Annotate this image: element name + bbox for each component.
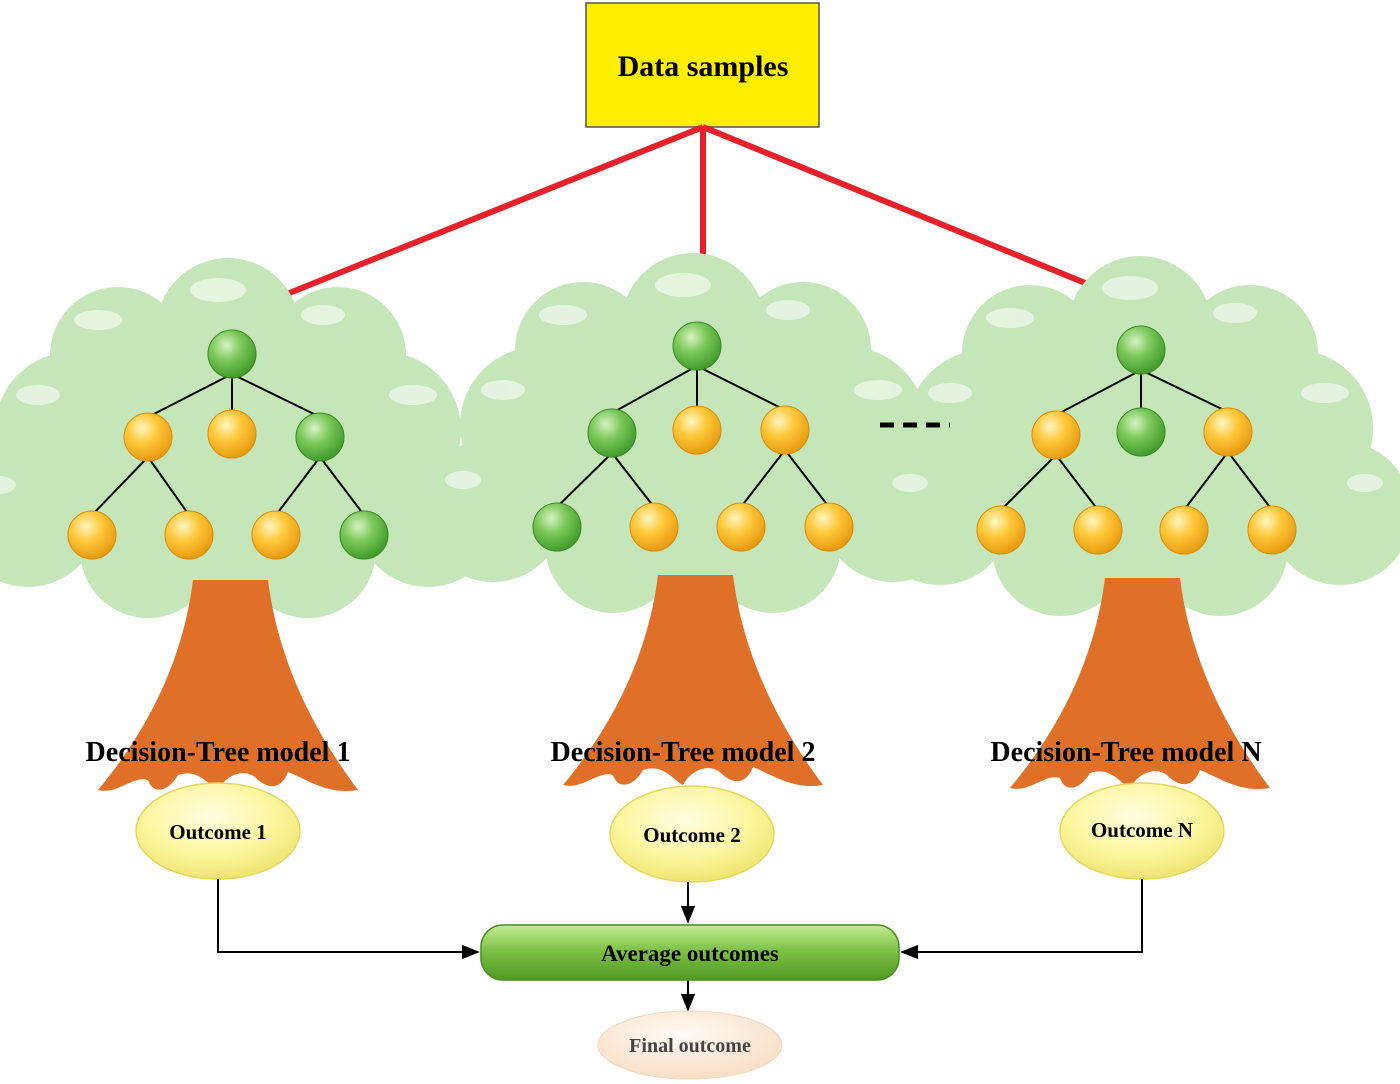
final-outcome-bubble — [597, 1010, 783, 1080]
trees-layer — [0, 253, 1400, 791]
tree-leaf-node — [804, 502, 854, 552]
branch-to-leaf — [611, 452, 655, 508]
tree-internal-node — [295, 412, 345, 462]
final-outcome-label: Final outcome — [629, 1035, 751, 1057]
branch-to-leaf — [1055, 454, 1099, 511]
average-outcomes-bar — [480, 924, 900, 981]
branch-root-to-node — [147, 373, 233, 418]
average-outcomes-label: Average outcomes — [601, 941, 779, 966]
branch-root-to-node — [1140, 369, 1229, 413]
branch-to-leaf — [275, 456, 321, 516]
decision-tree-3 — [868, 256, 1400, 789]
decision-tree-2 — [421, 253, 965, 786]
tree-internal-node — [1116, 407, 1166, 457]
branch-to-leaf — [1183, 451, 1229, 511]
tree-leaf-node — [339, 510, 389, 560]
tree-leaf-node — [164, 510, 214, 560]
final-outcome: Final outcome — [597, 1010, 783, 1080]
tree-internal-node — [1031, 410, 1081, 460]
tree-leaf-node — [1159, 505, 1209, 555]
outcome-2-label: Outcome 2 — [643, 823, 740, 847]
branch-to-leaf — [784, 449, 830, 508]
average-outcomes: Average outcomes — [480, 924, 900, 981]
branch-to-leaf — [319, 456, 365, 516]
tree-internal-node — [1203, 407, 1253, 457]
branch-root-to-node — [611, 365, 698, 414]
connector-outcome-n — [900, 879, 1143, 960]
tree-2-label: Decision-Tree model 2 — [551, 737, 816, 768]
tree-leaf-node — [976, 505, 1026, 555]
branch-to-leaf — [556, 452, 613, 508]
tree-leaf-node — [67, 510, 117, 560]
tree-internal-node — [587, 408, 637, 458]
tree-root-node — [207, 329, 257, 379]
tree-internal-node — [123, 412, 173, 462]
outcome-1: Outcome 1 — [135, 782, 301, 880]
branch-to-leaf — [1000, 454, 1057, 511]
connector-outcome-1 — [217, 879, 480, 960]
tree-1-label: Decision-Tree model 1 — [86, 737, 351, 768]
outcome-n-label: Outcome N — [1091, 818, 1193, 842]
tree-leaf-node — [532, 502, 582, 552]
outcome-connectors — [217, 879, 1143, 1012]
branch-to-leaf — [147, 456, 190, 516]
branch-to-leaf — [1227, 451, 1273, 511]
tree-leaf-node — [1073, 505, 1123, 555]
outcome-2: Outcome 2 — [609, 785, 775, 883]
tree-branches — [91, 373, 365, 516]
decision-tree-1 — [0, 258, 500, 791]
outcome-n: Outcome N — [1059, 782, 1225, 880]
data-samples-box — [585, 2, 820, 128]
tree-internal-node — [207, 409, 257, 459]
tree-leaf-node — [716, 502, 766, 552]
tree-n-label: Decision-Tree model N — [990, 737, 1261, 768]
branch-to-leaf — [740, 449, 786, 508]
tree-branches — [1000, 369, 1273, 511]
arrow-to-tree-1 — [246, 124, 705, 313]
tree-leaf-node — [629, 502, 679, 552]
tree-root-node — [1116, 325, 1166, 375]
data-samples-label: Data samples — [618, 50, 789, 83]
branch-root-to-node — [231, 373, 321, 418]
tree-internal-node — [760, 405, 810, 455]
tree-leaf-node — [1247, 505, 1297, 555]
tree-internal-node — [672, 405, 722, 455]
outcome-2-bubble — [609, 785, 775, 883]
branch-root-to-node — [1055, 369, 1142, 416]
branch-root-to-node — [696, 365, 786, 411]
outcome-1-label: Outcome 1 — [169, 820, 266, 844]
tree-leaf-node — [251, 510, 301, 560]
tree-root-node — [672, 321, 722, 371]
arrow-to-tree-n — [701, 124, 1123, 301]
branch-to-leaf — [91, 456, 149, 516]
tree-branches — [556, 365, 830, 508]
